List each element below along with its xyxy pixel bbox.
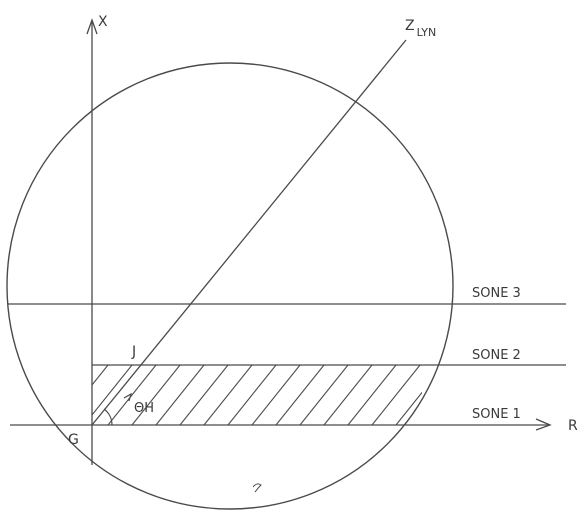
zone-2-label: SONE 2 — [472, 348, 521, 363]
hatch-line — [227, 365, 277, 425]
z-lyn-line — [91, 39, 407, 426]
zone-1-label: SONE 1 — [472, 407, 521, 422]
z-lyn-label-sub: LYN — [417, 26, 437, 39]
hatch-line — [131, 365, 181, 425]
hatch-line — [323, 365, 373, 425]
r-axis-arrow — [535, 418, 552, 431]
hatch-line — [395, 365, 422, 425]
hatch-line — [203, 365, 253, 425]
point-g-label: G — [68, 432, 79, 448]
z-lyn-label-main: Z — [405, 18, 415, 34]
hatch-line — [251, 365, 301, 425]
point-j-label: J — [131, 344, 136, 360]
hatch-line — [179, 365, 229, 425]
stray-mark — [252, 483, 262, 493]
hatch-line — [92, 365, 133, 425]
hatch-line — [347, 365, 397, 425]
boundary-circle — [6, 62, 454, 510]
hatch-line — [419, 365, 422, 425]
r-axis-label: R — [568, 418, 578, 434]
hatch-line — [299, 365, 349, 425]
angle-arrowhead — [123, 392, 132, 402]
hatch-line — [371, 365, 421, 425]
hatch-line — [155, 365, 205, 425]
hatch-line — [92, 365, 109, 425]
zone-3-label: SONE 3 — [472, 286, 521, 301]
hatch-line — [275, 365, 325, 425]
hatch-line — [107, 365, 157, 425]
angle-label: ΘH — [134, 401, 154, 416]
x-axis-arrow — [86, 18, 98, 35]
x-axis-label: X — [98, 14, 108, 30]
hatched-region — [92, 365, 422, 425]
angle-arc — [103, 408, 113, 426]
